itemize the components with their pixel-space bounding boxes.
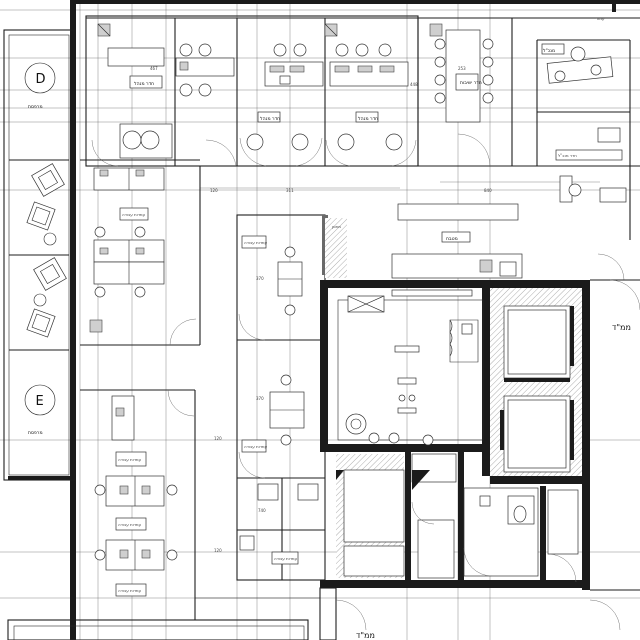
dim-120a: 120 [210, 188, 218, 193]
workstations-lower: עמדות עבודה עמדות עבודה עמדות עבודה [80, 389, 196, 620]
center-offices: עמדות עבודה עמדות עבודה עמדות עבודה [236, 214, 326, 581]
top-right-label: עמוד [596, 16, 605, 21]
exterior-walls [3, 0, 640, 640]
dim-840: 840 [484, 188, 492, 193]
office-manager-3: חדר מנהל [325, 43, 417, 167]
balcony-d-label: מרפסת [28, 105, 43, 110]
meeting-room: חדר ישיבות [434, 29, 494, 167]
edge-label-right: ממ"ד [612, 323, 631, 332]
workstations-label-3: עמדות עבודה [118, 522, 142, 527]
dim-370a: 370 [256, 276, 264, 281]
storage-label: מחסן [332, 224, 341, 229]
workstations-upper: עמדות עבודה [80, 159, 200, 346]
room-ceo-label: מנכ"ל [543, 48, 555, 54]
room-manager-3-label: חדר מנהל [358, 116, 378, 122]
dimension-labels: 467 448 253 120 311 840 370 370 120 120 … [150, 66, 492, 553]
core-block: מחסן [320, 224, 590, 590]
balcony-e-tag: E מרפסת [24, 384, 56, 436]
dim-370b: 370 [256, 396, 264, 401]
bottom-corridor: ממ"ד [195, 587, 375, 640]
room-manager-2-label: חדר מנהל [260, 116, 280, 122]
workstations-label-4: עמדות עבודה [118, 588, 142, 593]
kitchen-label: מטבח [446, 237, 458, 242]
workstations-label-5: עמדות עבודה [244, 240, 268, 245]
right-edge: ממ"ד [589, 279, 640, 631]
room-meeting-label: חדר ישיבות [460, 81, 482, 86]
balcony-e-letter: E [36, 394, 44, 409]
dim-467: 467 [150, 66, 158, 71]
dim-740: 740 [258, 508, 266, 513]
workstations-label-2: עמדות עבודה [118, 457, 142, 462]
dim-120c: 120 [214, 548, 222, 553]
edge-label-bottom: ממ"ד [356, 631, 375, 640]
workstations-label-7: עמדות עבודה [274, 556, 298, 561]
office-manager-1: חדר מנהל [91, 47, 173, 167]
balcony-furniture [26, 163, 67, 338]
balcony-d-tag: D מרפסת [24, 62, 56, 110]
balcony-d-letter: D [36, 72, 46, 87]
ceo-office: מנכ"ל חדר מנכ"ל [541, 43, 627, 203]
top-offices [85, 15, 640, 345]
dim-311: 311 [286, 188, 294, 193]
dim-253: 253 [458, 66, 466, 71]
dim-448: 448 [410, 82, 418, 87]
office-2 [175, 43, 237, 167]
room-ceo-office-label: חדר מנכ"ל [558, 153, 577, 158]
workstations-label-6: עמדות עבודה [244, 444, 268, 449]
balcony-e-label: מרפסת [28, 431, 43, 436]
workstations-label-1: עמדות עבודה [122, 212, 146, 217]
room-manager-1-label: חדר מנהל [134, 81, 154, 87]
dim-120b: 120 [214, 436, 222, 441]
kitchen: מטבח [391, 203, 625, 281]
office-manager-2: חדר מנהל [239, 43, 324, 167]
